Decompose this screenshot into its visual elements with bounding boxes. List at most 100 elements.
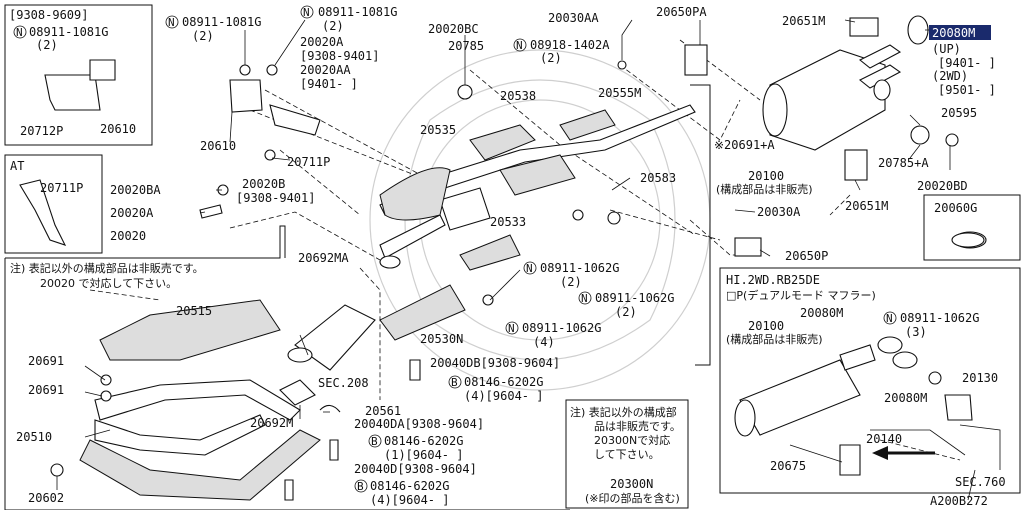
highlight-20080M bbox=[929, 25, 991, 40]
label-part-20712P: 20712P bbox=[20, 124, 63, 138]
label-sec-760: SEC.760 bbox=[955, 475, 1006, 489]
label-part-20510: 20510 bbox=[16, 430, 52, 444]
svg-text:N: N bbox=[303, 6, 310, 19]
label-bolt-08911-1062G: 08911-1062G bbox=[522, 321, 601, 335]
label-part-20100: 20100 bbox=[748, 319, 784, 333]
label-bolt-08918-1402A: 08918-1402A bbox=[530, 38, 610, 52]
label-part-20692M: 20692M bbox=[250, 416, 293, 430]
label-bolt-08911-1062G: 08911-1062G bbox=[540, 261, 619, 275]
label-part-20515: 20515 bbox=[176, 304, 212, 318]
label-part-20020BA: 20020BA bbox=[110, 183, 161, 197]
label-part-20530N: 20530N bbox=[420, 332, 463, 346]
label-qty: (4)[9604- ] bbox=[464, 389, 543, 403]
svg-text:N: N bbox=[508, 322, 515, 335]
label-qty: (2) bbox=[36, 38, 58, 52]
label-note-not-sold: 注) 表記以外の構成部 bbox=[570, 405, 677, 419]
label-part-20020AA: 20020AA bbox=[300, 63, 351, 77]
label-part-20533: 20533 bbox=[490, 215, 526, 229]
label-qty: (2) bbox=[615, 305, 637, 319]
frame-note-20300N bbox=[565, 399, 689, 509]
label-note-use-20300N: して下さい。 bbox=[594, 448, 660, 461]
label-not-sold: (構成部品は非販売) bbox=[726, 332, 823, 346]
label-date-range: [9401- ] bbox=[300, 77, 358, 91]
label-qty: (2) bbox=[540, 51, 562, 65]
label-leaders bbox=[56, 19, 976, 501]
frame-20060G bbox=[923, 194, 1021, 261]
label-part-20020B: 20020B bbox=[242, 177, 285, 191]
label-qty: (2) bbox=[322, 19, 344, 33]
label-part-20650PA: 20650PA bbox=[656, 5, 707, 19]
label-at: AT bbox=[10, 159, 24, 173]
dashed-leaders bbox=[89, 39, 961, 461]
rear-muffler-20100 bbox=[762, 44, 902, 151]
svg-text:N: N bbox=[516, 39, 523, 52]
frame-at-detail bbox=[4, 154, 103, 254]
label-part-20650P: 20650P bbox=[785, 249, 828, 263]
label-bolt-08911-1081G: 08911-1081G bbox=[182, 15, 261, 29]
front-tube-20020 bbox=[79, 299, 321, 501]
label-part-20692MA: 20692MA bbox=[298, 251, 349, 265]
label-part-20020BC: 20020BC bbox=[428, 22, 479, 36]
label-part-20691: 20691 bbox=[28, 354, 64, 368]
labels: [9308-9609] 08911-1081G (2) 20712P 20610… bbox=[9, 5, 1006, 508]
label-bolt-08911-1081G: 08911-1081G bbox=[29, 25, 108, 39]
label-part-20538: 20538 bbox=[500, 89, 536, 103]
label-part-20535: 20535 bbox=[420, 123, 456, 137]
brackets-top-left bbox=[19, 59, 321, 246]
catalytic-converter bbox=[287, 304, 376, 371]
label-part-20130: 20130 bbox=[962, 371, 998, 385]
label-part-20080M: 20080M bbox=[884, 391, 927, 405]
label-bolt-08911-1062G: 08911-1062G bbox=[595, 291, 674, 305]
label-part-20030A: 20030A bbox=[757, 205, 801, 219]
frame-bracket-detail bbox=[4, 4, 153, 146]
label-part-20595: 20595 bbox=[941, 106, 977, 120]
label-part-20583: 20583 bbox=[640, 171, 676, 185]
label-part-20080M-highlighted[interactable]: 20080M bbox=[932, 26, 975, 40]
label-part-20711P: 20711P bbox=[40, 181, 83, 195]
label-part-20785: 20785 bbox=[448, 39, 484, 53]
label-part-20651M: 20651M bbox=[845, 199, 888, 213]
label-part-20555M: 20555M bbox=[598, 86, 641, 100]
label-note-use-20300N: 20300Nで対応 bbox=[594, 433, 670, 447]
label-date-range: [9308-9609] bbox=[9, 8, 88, 22]
label-part-20691A: ※20691+A bbox=[714, 138, 775, 152]
label-date-range: [9308-9401] bbox=[236, 191, 315, 205]
label-part-20651M: 20651M bbox=[782, 14, 825, 28]
label-bolt-08146-6202G: 08146-6202G bbox=[370, 479, 449, 493]
label-part-20785A: 20785+A bbox=[878, 156, 929, 170]
label-part-20561: 20561 bbox=[365, 404, 401, 418]
label-part-20711P: 20711P bbox=[287, 155, 330, 169]
label-qty: (4) bbox=[533, 335, 555, 349]
label-qty: (4)[9604- ] bbox=[370, 493, 449, 507]
label-part-20100: 20100 bbox=[748, 169, 784, 183]
label-hi-subtitle: □P(デュアルモード マフラー) bbox=[726, 288, 876, 302]
label-part-20610: 20610 bbox=[200, 139, 236, 153]
label-part-20080M: 20080M bbox=[800, 306, 843, 320]
label-part-20300N: 20300N bbox=[610, 477, 653, 491]
label-date-range: [9308-9401] bbox=[300, 49, 379, 63]
svg-text:N: N bbox=[581, 292, 588, 305]
label-part-20602: 20602 bbox=[28, 491, 64, 505]
label-date-range: [9401- ] bbox=[938, 56, 996, 70]
label-includes-marked: (※印の部品を含む) bbox=[585, 491, 680, 505]
svg-text:B: B bbox=[371, 435, 378, 448]
label-part-20030AA: 20030AA bbox=[548, 11, 599, 25]
frame-front-tube-top bbox=[5, 225, 286, 259]
svg-text:N: N bbox=[168, 16, 175, 29]
label-qty: (1)[9604- ] bbox=[384, 448, 463, 462]
svg-text:N: N bbox=[16, 26, 23, 39]
label-part-20020A: 20020A bbox=[110, 206, 154, 220]
label-note-use-20020: 20020 で対応して下さい。 bbox=[40, 276, 177, 290]
label-part-20140: 20140 bbox=[866, 432, 902, 446]
label-part-20040DB: 20040DB[9308-9604] bbox=[430, 356, 560, 370]
label-ref-code: A200B272 bbox=[930, 494, 988, 508]
label-qty: (2) bbox=[192, 29, 214, 43]
label-part-20060G: 20060G bbox=[934, 201, 977, 215]
svg-text:B: B bbox=[451, 376, 458, 389]
blanking-cap-20060G bbox=[951, 232, 985, 248]
label-qty: (3) bbox=[905, 325, 927, 339]
label-up: (UP) bbox=[932, 42, 961, 56]
svg-text:N: N bbox=[886, 312, 893, 325]
